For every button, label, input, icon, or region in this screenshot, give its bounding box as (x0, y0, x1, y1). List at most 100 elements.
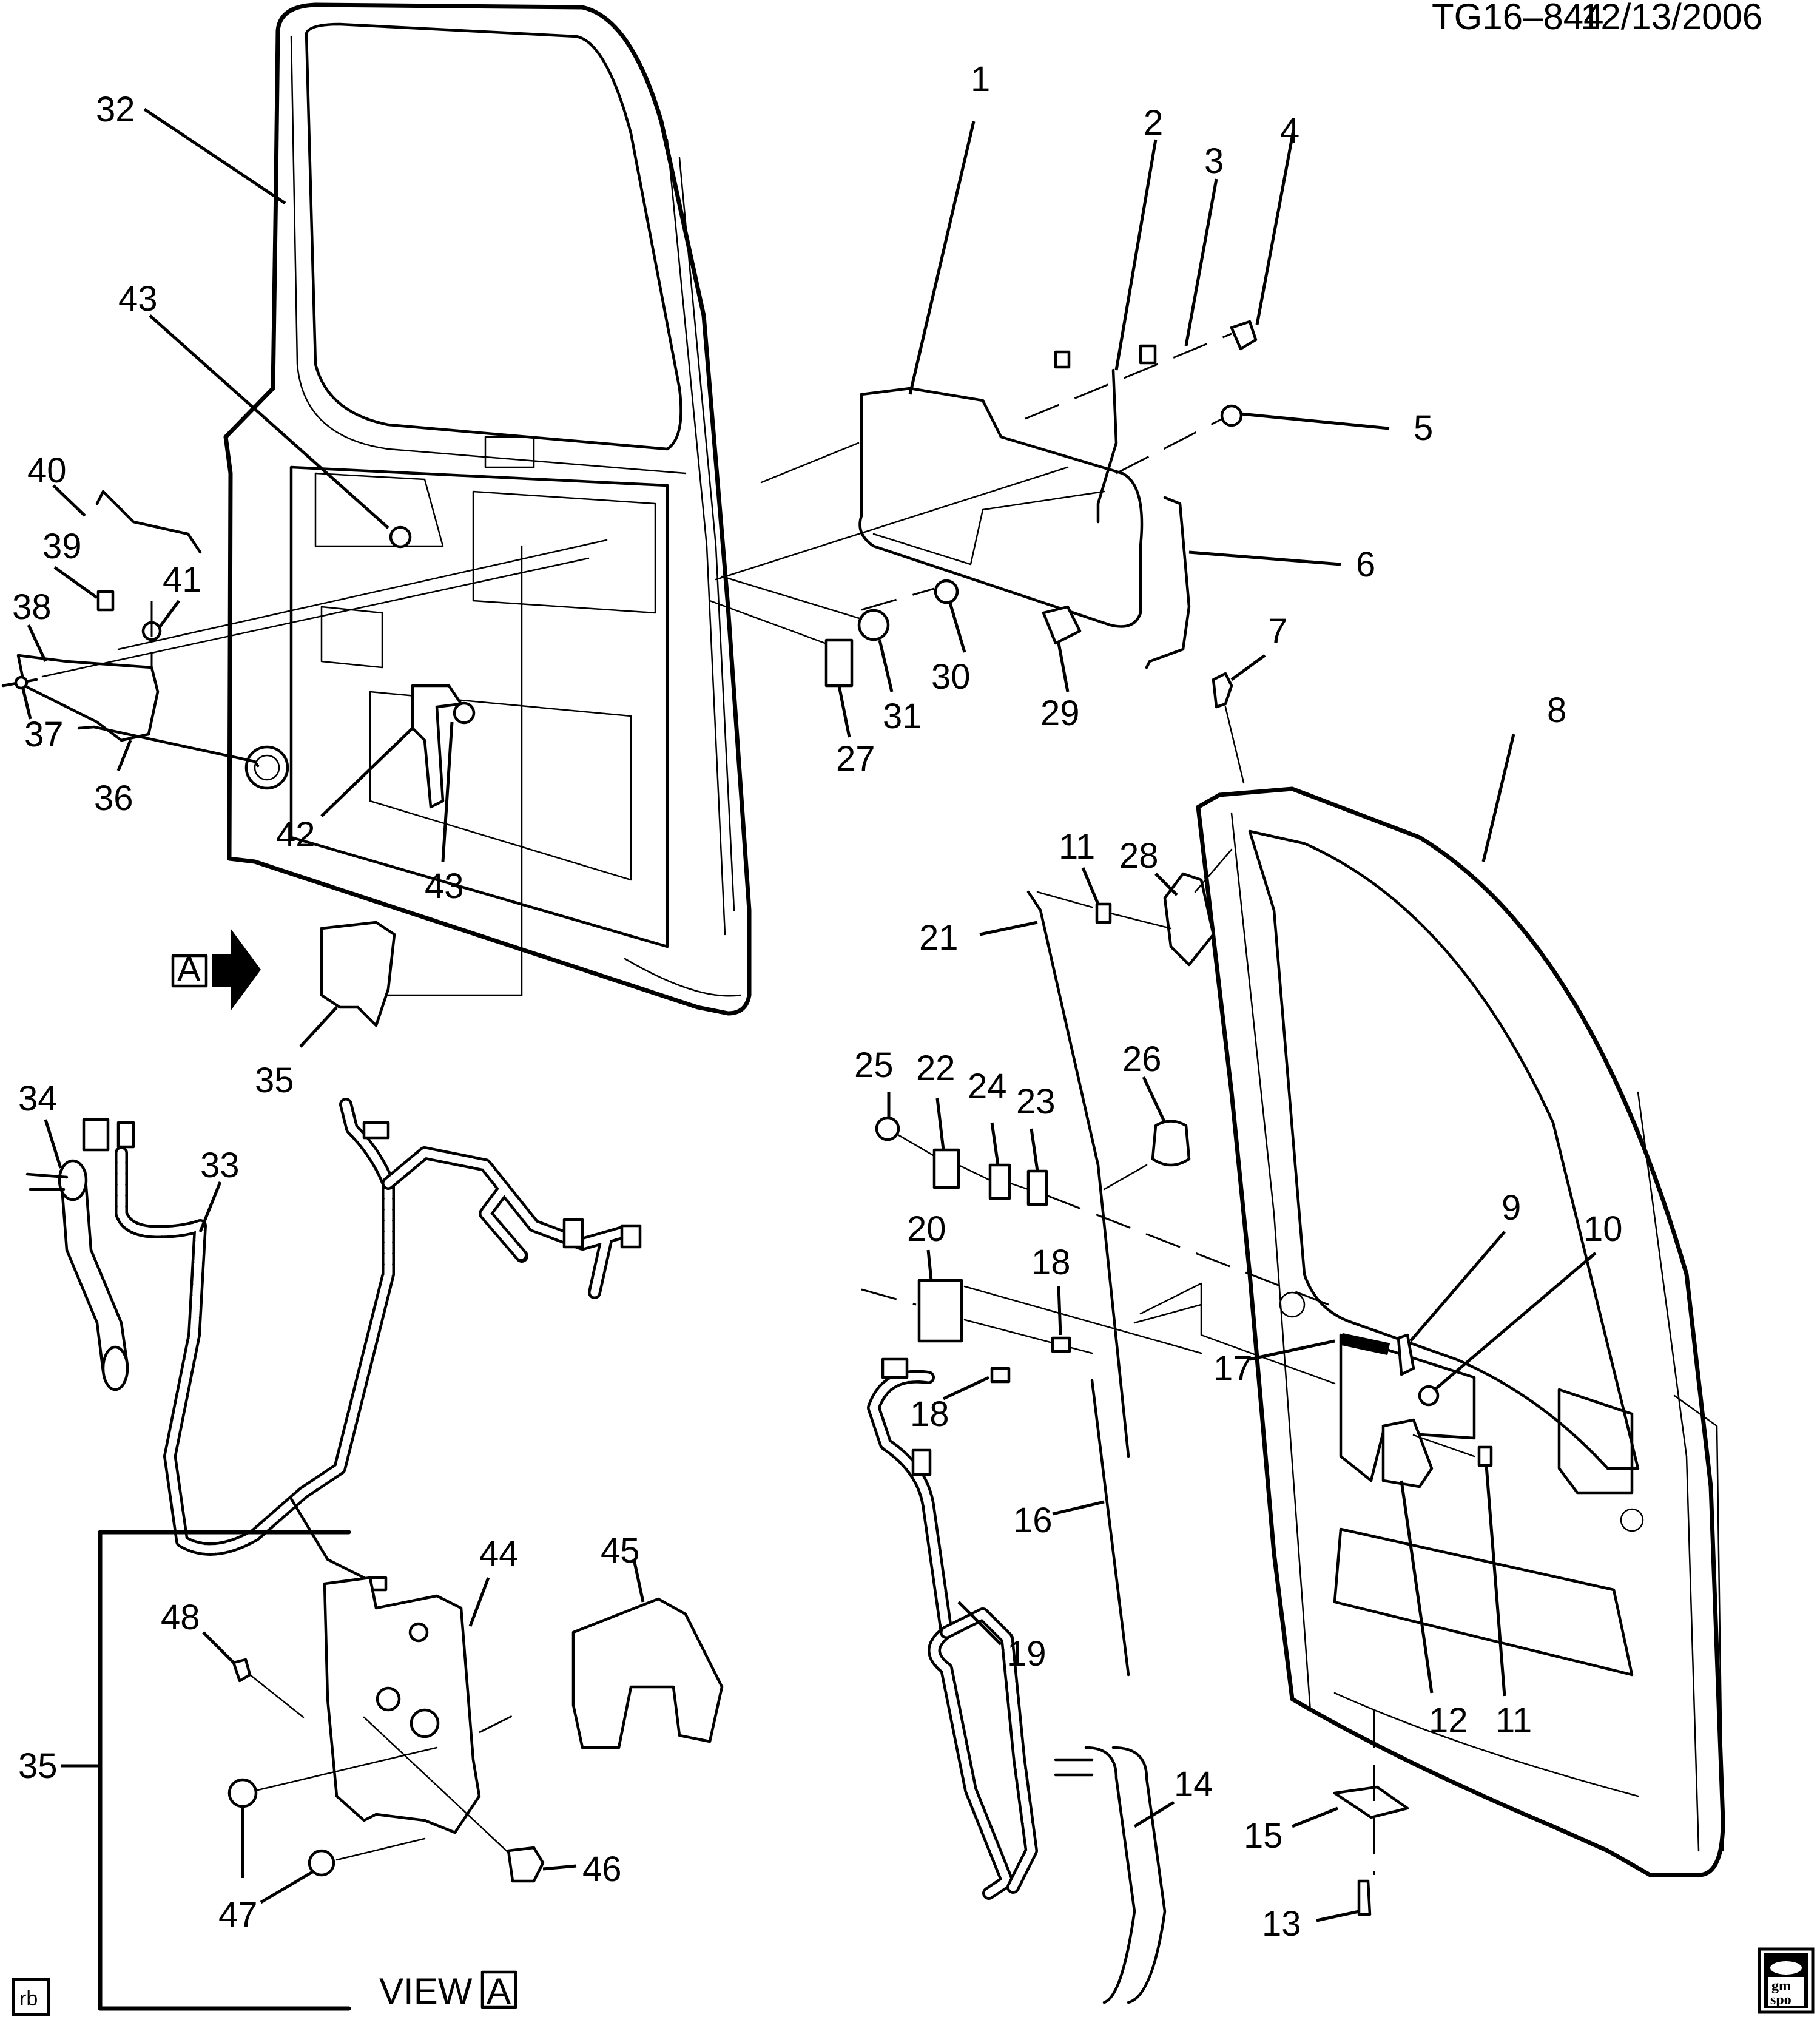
callout-29: 29 (1040, 694, 1080, 733)
callout-42: 42 (276, 815, 315, 854)
callout-27: 27 (836, 739, 875, 779)
part-18-clip-lower (990, 1367, 1011, 1384)
part-31-screw (857, 609, 890, 641)
part-27-label (824, 638, 854, 688)
callout-47: 47 (218, 1895, 258, 1934)
part-36-rod (77, 725, 260, 768)
part-33-harness (82, 1098, 642, 1592)
callout-6: 6 (1356, 545, 1375, 584)
callout-1: 1 (971, 59, 990, 99)
part-43-grommet-upper (389, 525, 412, 549)
callout-36: 36 (94, 779, 133, 818)
part-11-clip-lower (1477, 1445, 1493, 1467)
part-14-conduit (1084, 1746, 1136, 2004)
callout-40: 40 (27, 451, 67, 490)
view-a-caption: VIEW (379, 1971, 473, 2012)
part-20-rod-latch (917, 1279, 963, 1343)
callout-22: 22 (916, 1049, 956, 1088)
callout-31: 31 (883, 697, 922, 736)
callout-14: 14 (1174, 1765, 1213, 1804)
svg-text:gm: gm (1771, 1978, 1791, 1994)
left-door-shell (223, 2, 752, 1016)
part-48-screw (232, 1658, 252, 1683)
part-44-latch-body (323, 1576, 481, 1834)
callout-20: 20 (907, 1209, 946, 1249)
callout-13: 13 (1262, 1904, 1301, 1944)
callout-35-view: 35 (18, 1746, 58, 1786)
part-23-plate (1026, 1169, 1048, 1206)
view-a-caption-letter: A (487, 1971, 511, 2012)
view-a-ref-box (171, 954, 208, 988)
callout-21: 21 (919, 918, 959, 958)
part-47-grommet-a (228, 1778, 258, 1808)
part-7-screw (1212, 672, 1233, 709)
callout-9: 9 (1502, 1188, 1521, 1228)
callout-23: 23 (1016, 1082, 1056, 1121)
part-9-striker (1397, 1333, 1415, 1376)
part-42-bracket (411, 684, 463, 809)
callout-35-main: 35 (255, 1061, 294, 1100)
part-40-rod (95, 490, 202, 554)
part-47-grommet-b (308, 1849, 335, 1877)
part-4-bolt (1230, 320, 1258, 351)
view-a-ref-letter: A (177, 950, 201, 989)
view-a-caption-box (480, 1970, 517, 2009)
part-15-plate (1333, 1785, 1409, 1819)
callout-10: 10 (1583, 1209, 1623, 1249)
callout-11-upper: 11 (1059, 827, 1095, 867)
part-21-rod (1026, 890, 1130, 1458)
part-28-hinge-bracket (1163, 872, 1215, 967)
callout-16: 16 (1013, 1501, 1053, 1540)
callout-48: 48 (161, 1598, 200, 1637)
part-19-harness (867, 1357, 1038, 1900)
part-25-bolt (875, 1116, 900, 1141)
part-43-grommet-lower (453, 701, 476, 725)
part-26-bumper (1151, 1120, 1191, 1167)
callout-46: 46 (582, 1850, 622, 1889)
part-29-lock-cylinder (1042, 605, 1082, 645)
callout-24: 24 (968, 1067, 1007, 1106)
callout-17: 17 (1213, 1349, 1253, 1388)
callout-33: 33 (200, 1146, 240, 1185)
callout-34: 34 (18, 1079, 58, 1118)
part-34-conduit (25, 1159, 129, 1391)
drawing-date: 12/13/2006 (1580, 0, 1762, 37)
part-5-stud (1220, 404, 1243, 427)
callout-5: 5 (1414, 408, 1433, 448)
callout-39: 39 (42, 527, 82, 566)
part-35-latch-assembly (320, 921, 396, 1027)
callout-18-lower: 18 (910, 1394, 949, 1434)
part-24-plate (988, 1163, 1011, 1200)
callout-30: 30 (931, 657, 971, 697)
part-17-tape (1340, 1333, 1390, 1356)
callout-44: 44 (479, 1534, 519, 1573)
part-16-rod (1090, 1379, 1130, 1677)
part-46-connector (507, 1846, 545, 1883)
callout-43-lower: 43 (425, 867, 464, 906)
callout-19: 19 (1007, 1634, 1046, 1674)
part-3-nut-clip (1054, 350, 1071, 369)
callout-3: 3 (1204, 141, 1224, 181)
view-a-bracket (98, 1530, 351, 2011)
part-10-grommet (1418, 1385, 1440, 1407)
part-11-clip-upper (1095, 902, 1112, 924)
callout-26: 26 (1122, 1039, 1162, 1079)
view-a-arrow-icon (212, 928, 261, 1011)
svg-text:spo: spo (1770, 1992, 1791, 2008)
callout-11-lower: 11 (1495, 1701, 1532, 1740)
illustrator-initials-box (12, 1978, 50, 2016)
callout-43-upper: 43 (118, 279, 158, 319)
callout-38: 38 (12, 587, 52, 627)
part-2-rod (1096, 368, 1118, 524)
callout-7: 7 (1268, 612, 1287, 651)
part-38-inside-handle (16, 654, 160, 742)
part-45-actuator (571, 1597, 724, 1749)
part-12-door-check (1381, 1418, 1434, 1488)
gm-spo-logo-icon: gm spo (1758, 1947, 1815, 2014)
callout-32: 32 (96, 90, 135, 129)
callout-2: 2 (1144, 103, 1163, 143)
callout-15: 15 (1244, 1816, 1283, 1856)
callout-18-upper: 18 (1031, 1243, 1071, 1282)
part-13-bolt (1357, 1879, 1372, 1916)
callout-8: 8 (1547, 691, 1566, 730)
